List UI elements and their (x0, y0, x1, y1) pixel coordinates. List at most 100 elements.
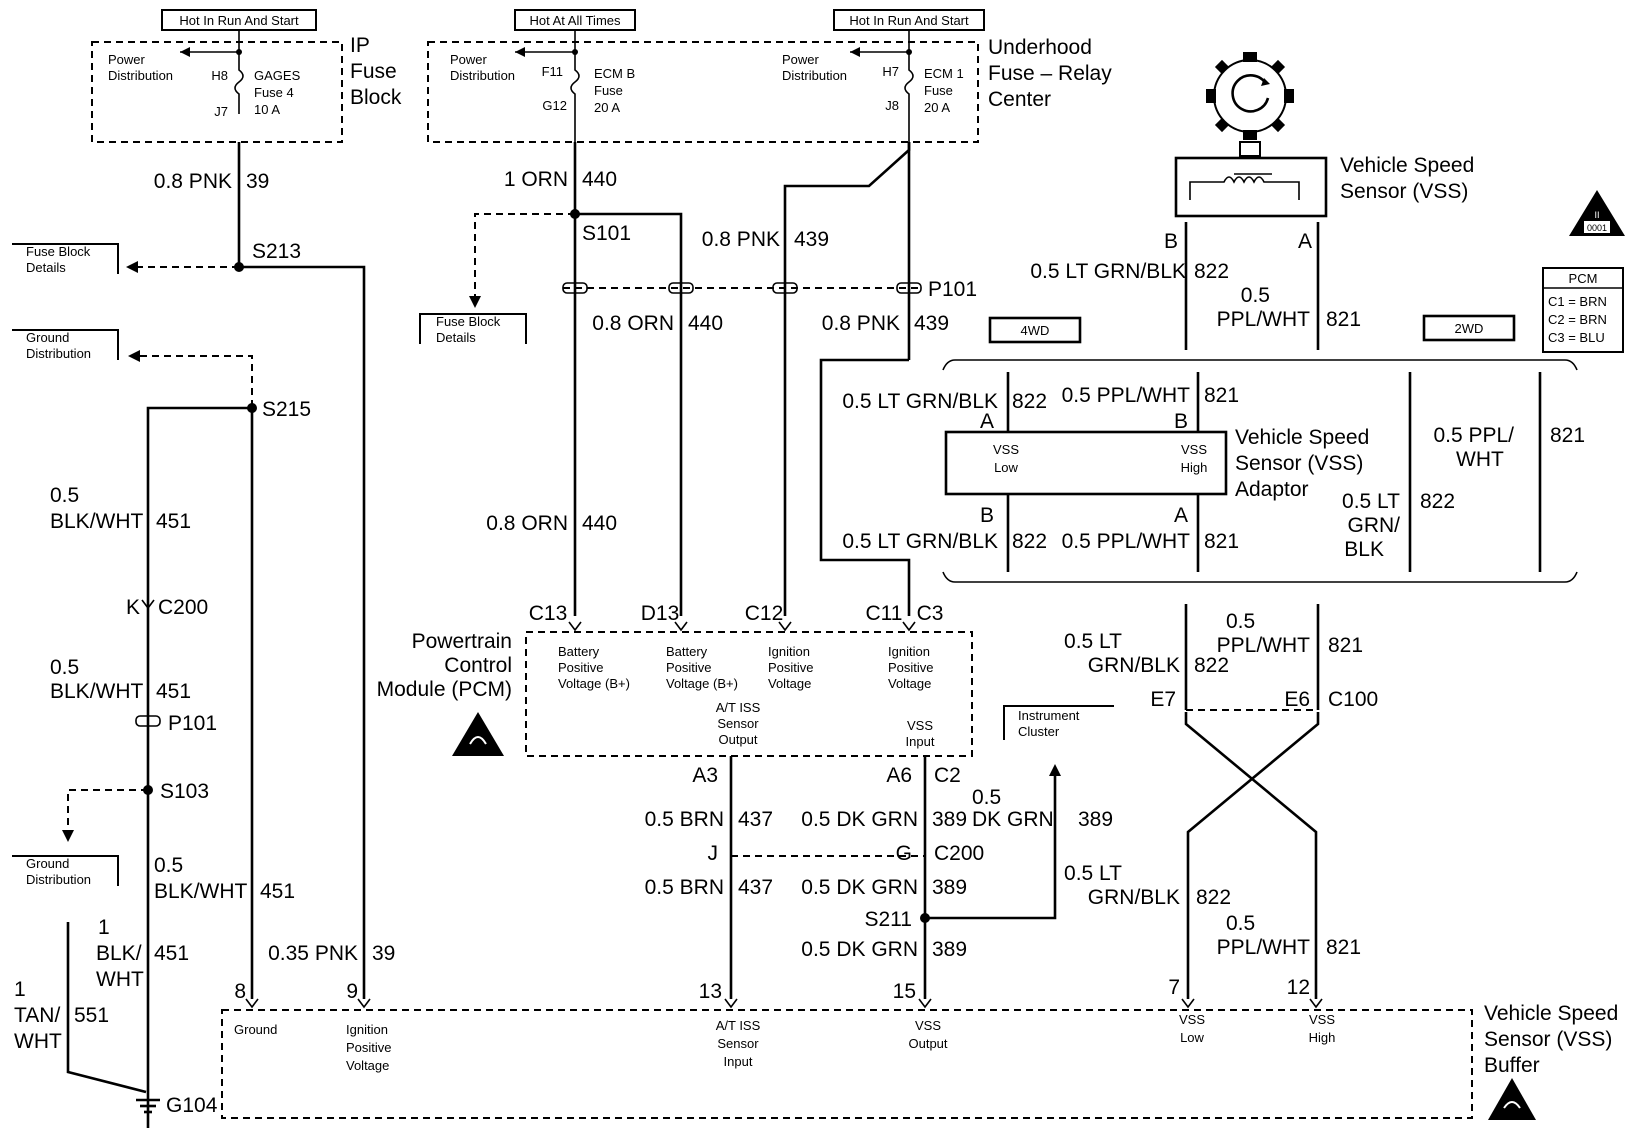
svg-text:Center: Center (988, 88, 1051, 111)
svg-text:0.8 PNK: 0.8 PNK (154, 170, 232, 193)
svg-text:C100: C100 (1328, 688, 1378, 711)
svg-text:Sensor (VSS): Sensor (VSS) (1484, 1028, 1612, 1051)
svg-text:389: 389 (1078, 808, 1113, 831)
svg-text:0.5: 0.5 (50, 484, 79, 507)
svg-text:0.5 LT GRN/BLK: 0.5 LT GRN/BLK (842, 390, 998, 413)
svg-text:0.5 LT: 0.5 LT (1064, 862, 1122, 885)
svg-text:13: 13 (699, 980, 722, 1003)
vss-adaptor-section: VSS Low VSS High Vehicle Speed Sensor (V… (842, 359, 1585, 583)
splice-s101: S101 (582, 222, 631, 245)
fuse-symbol (234, 52, 244, 114)
svg-text:0.5 PPL/WHT: 0.5 PPL/WHT (1062, 530, 1191, 553)
svg-text:VSS: VSS (1309, 1012, 1335, 1027)
svg-text:PPL/WHT: PPL/WHT (1217, 936, 1311, 959)
svg-text:Ignition: Ignition (768, 644, 810, 659)
svg-text:BLK/: BLK/ (96, 942, 142, 965)
svg-text:A: A (1298, 230, 1312, 253)
svg-text:0.5 PPL/: 0.5 PPL/ (1433, 424, 1514, 447)
svg-text:821: 821 (1550, 424, 1585, 447)
svg-text:A: A (980, 410, 994, 433)
svg-text:7: 7 (1168, 976, 1180, 999)
svg-text:C2: C2 (934, 764, 961, 787)
svg-text:Voltage (B+): Voltage (B+) (558, 676, 630, 691)
svg-text:Sensor (VSS): Sensor (VSS) (1235, 452, 1363, 475)
svg-text:0.5 LT: 0.5 LT (1342, 490, 1400, 513)
svg-text:VSS: VSS (993, 442, 1019, 457)
svg-text:822: 822 (1194, 654, 1229, 677)
svg-text:Distribution: Distribution (108, 68, 173, 83)
svg-text:822: 822 (1012, 390, 1047, 413)
svg-text:Voltage: Voltage (346, 1058, 389, 1073)
svg-text:Voltage (B+): Voltage (B+) (666, 676, 738, 691)
svg-text:BLK/WHT: BLK/WHT (154, 880, 248, 903)
svg-text:PCM: PCM (1569, 271, 1598, 286)
svg-text:Adaptor: Adaptor (1235, 478, 1309, 501)
svg-text:Details: Details (26, 260, 66, 275)
svg-text:Control: Control (444, 654, 512, 677)
svg-text:12: 12 (1287, 976, 1310, 999)
svg-text:822: 822 (1420, 490, 1455, 513)
svg-text:Output: Output (908, 1036, 947, 1051)
svg-text:BLK: BLK (1344, 538, 1384, 561)
svg-text:A3: A3 (692, 764, 718, 787)
svg-text:Cluster: Cluster (1018, 724, 1060, 739)
svg-text:D13: D13 (641, 602, 680, 625)
svg-text:0.5: 0.5 (50, 656, 79, 679)
hot-label: Hot In Run And Start (179, 13, 299, 28)
instrument-cluster: Instrument Cluster (1003, 705, 1114, 740)
svg-text:389: 389 (932, 808, 967, 831)
svg-text:1: 1 (98, 916, 110, 939)
svg-text:Hot At All Times: Hot At All Times (529, 13, 621, 28)
svg-text:C200: C200 (158, 596, 208, 619)
svg-text:F11: F11 (542, 64, 563, 79)
svg-text:Distribution: Distribution (26, 872, 91, 887)
svg-text:Vehicle Speed: Vehicle Speed (1235, 426, 1369, 449)
svg-text:Battery: Battery (558, 644, 600, 659)
svg-text:0.5 BRN: 0.5 BRN (645, 808, 724, 831)
svg-text:BLK/WHT: BLK/WHT (50, 680, 144, 703)
svg-text:C3: C3 (917, 602, 944, 625)
svg-text:Fuse: Fuse (594, 83, 623, 98)
svg-text:C13: C13 (529, 602, 568, 625)
svg-text:Ground: Ground (234, 1022, 277, 1037)
svg-text:821: 821 (1204, 384, 1239, 407)
esd-warning-icon: 0001 II (1569, 190, 1625, 236)
svg-text:Instrument: Instrument (1018, 708, 1080, 723)
svg-text:Sensor: Sensor (717, 716, 759, 731)
svg-text:821: 821 (1204, 530, 1239, 553)
svg-text:0.5: 0.5 (1226, 912, 1255, 935)
svg-text:VSS: VSS (1179, 1012, 1205, 1027)
svg-text:822: 822 (1194, 260, 1229, 283)
splice-s215: S215 (262, 398, 311, 421)
svg-text:GRN/BLK: GRN/BLK (1088, 886, 1180, 909)
svg-text:389: 389 (932, 876, 967, 899)
svg-text:551: 551 (74, 1004, 109, 1027)
svg-text:Module (PCM): Module (PCM) (377, 678, 512, 701)
svg-text:H8: H8 (211, 68, 228, 83)
svg-text:Fuse Block: Fuse Block (436, 314, 501, 329)
svg-text:Power: Power (782, 52, 820, 67)
svg-text:0.5 PPL/WHT: 0.5 PPL/WHT (1062, 384, 1191, 407)
svg-text:822: 822 (1196, 886, 1231, 909)
svg-text:0001: 0001 (1587, 223, 1607, 233)
svg-text:451: 451 (260, 880, 295, 903)
svg-text:A/T ISS: A/T ISS (716, 1018, 761, 1033)
svg-text:0.5 DK GRN: 0.5 DK GRN (801, 938, 918, 961)
svg-text:10 A: 10 A (254, 102, 280, 117)
svg-text:0.5 LT GRN/BLK: 0.5 LT GRN/BLK (842, 530, 998, 553)
svg-text:WHT: WHT (1456, 448, 1504, 471)
svg-text:Power: Power (450, 52, 488, 67)
ip-fuse-block: Hot In Run And Start Power Distribution … (91, 9, 402, 143)
svg-text:0.8 ORN: 0.8 ORN (486, 512, 568, 535)
svg-text:WHT: WHT (14, 1030, 62, 1053)
pcm-title: Powertrain (412, 630, 512, 653)
splice-s213: S213 (252, 240, 301, 263)
svg-text:Ground: Ground (26, 330, 69, 345)
svg-text:A/T ISS: A/T ISS (716, 700, 761, 715)
svg-text:GRN/: GRN/ (1348, 514, 1401, 537)
svg-text:Positive: Positive (346, 1040, 392, 1055)
svg-text:437: 437 (738, 808, 773, 831)
esd-warning-icon (452, 712, 504, 756)
svg-text:821: 821 (1326, 936, 1361, 959)
